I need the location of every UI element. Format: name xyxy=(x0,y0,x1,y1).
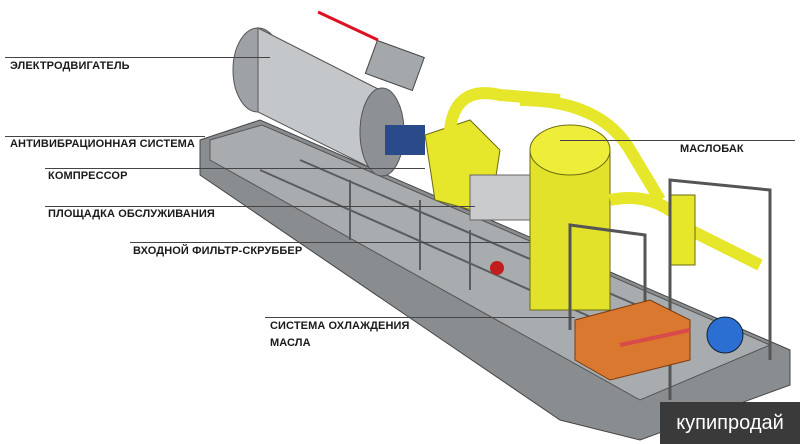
label-compressor: КОМПРЕССОР xyxy=(48,170,128,182)
label-oil-cooling-2: МАСЛА xyxy=(270,337,311,349)
leader-line xyxy=(130,242,530,243)
label-oil-cooling-1: СИСТЕМА ОХЛАЖДЕНИЯ xyxy=(270,320,410,332)
red-valve xyxy=(490,261,504,275)
leader-line xyxy=(560,140,795,141)
support-frames xyxy=(568,178,772,400)
leader-line xyxy=(5,136,205,137)
label-motor: ЭЛЕКТРОДВИГАТЕЛЬ xyxy=(10,60,130,72)
oil-cooler xyxy=(574,299,744,381)
label-inlet-filter: ВХОДНОЙ ФИЛЬТР-СКРУББЕР xyxy=(133,245,303,257)
leader-line xyxy=(5,57,270,58)
leader-line xyxy=(265,317,575,318)
electric-motor xyxy=(232,10,425,177)
label-oil-tank: МАСЛОБАК xyxy=(680,143,744,155)
watermark: купипродай xyxy=(660,402,800,444)
leader-line xyxy=(45,168,425,169)
leader-line xyxy=(45,206,475,207)
label-antivibration: АНТИВИБРАЦИОННАЯ СИСТЕМА xyxy=(10,138,195,150)
label-platform: ПЛОЩАДКА ОБСЛУЖИВАНИЯ xyxy=(48,208,215,220)
compressor-body xyxy=(424,87,666,221)
